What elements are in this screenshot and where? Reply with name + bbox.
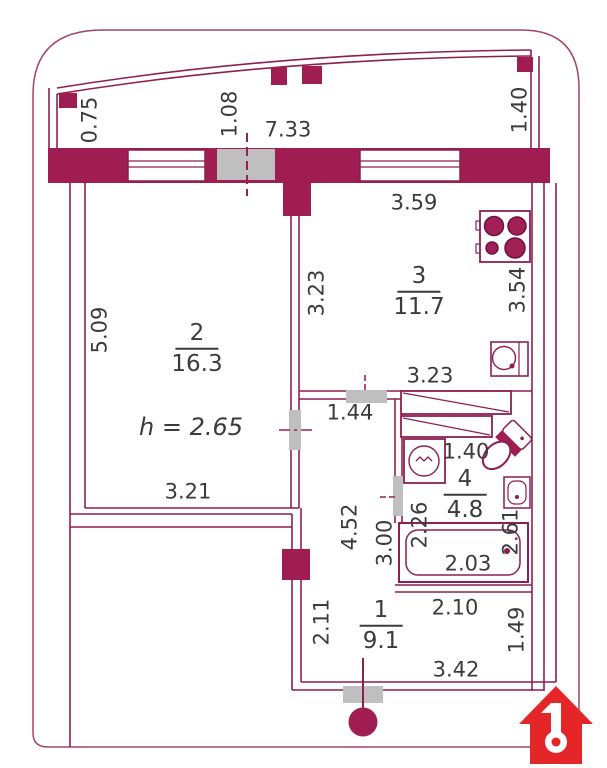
dim-balcony-right: 1.40 [507, 86, 532, 134]
dim-bath-left: 2.26 [407, 501, 432, 549]
dim-kitchen-top: 3.59 [390, 190, 438, 215]
room1-number: 1 [359, 597, 403, 627]
dim-room1-left: 2.11 [309, 598, 334, 646]
exterior-thin-walls [69, 183, 557, 747]
kitchen-number: 3 [397, 263, 441, 293]
dim-balcony-left: 0.75 [77, 96, 102, 144]
dim-balcony-mid: 1.08 [217, 90, 242, 138]
wardrobe-icon [400, 390, 512, 438]
window-room2 [127, 149, 206, 182]
plan-border [32, 29, 580, 748]
kitchen-sink-icon [490, 341, 529, 377]
ceiling-height-note: h = 2.65 [138, 413, 244, 441]
bathtub-icon [398, 522, 529, 583]
dim-balcony-width: 7.33 [264, 117, 312, 142]
house-key-logo [519, 686, 593, 764]
bath-number: 4 [443, 466, 487, 496]
dim-room1-bottom: 3.42 [432, 657, 480, 682]
door-axis-lines [279, 375, 395, 498]
bathroom-sink-icon [503, 476, 531, 509]
toilet-icon [481, 419, 533, 471]
dim-kitchen-left: 3.23 [304, 269, 329, 317]
dim-hall-top: 1.44 [326, 400, 374, 425]
room2-number: 2 [175, 320, 219, 350]
room-label-4: 4 4.8 [443, 466, 487, 524]
dim-hall-v2: 3.00 [372, 519, 397, 567]
dim-room1-right: 1.49 [504, 606, 529, 654]
balcony-pillars [59, 57, 533, 108]
dim-kitchen-right: 3.54 [505, 266, 530, 314]
kitchen-area: 11.7 [393, 293, 445, 320]
bath-area: 4.8 [446, 496, 484, 523]
room1-area: 9.1 [362, 627, 400, 654]
room2-area: 16.3 [171, 350, 223, 377]
dim-washer: 1.40 [442, 439, 490, 464]
entrance-marker-icon [348, 658, 378, 737]
window-kitchen [359, 149, 461, 182]
room-label-1: 1 9.1 [359, 597, 403, 655]
top-exterior-wall [48, 148, 550, 183]
dim-tub-bottom: 2.10 [431, 595, 479, 620]
dim-hall-v1: 4.52 [337, 503, 362, 551]
stove-icon [475, 210, 531, 263]
washing-machine-icon [403, 438, 446, 484]
room-label-2: 2 16.3 [171, 320, 223, 378]
dim-bath-right: 2.61 [498, 508, 523, 556]
dim-room2-bottom: 3.21 [164, 479, 212, 504]
dim-kitchen-bottom: 3.23 [406, 363, 454, 388]
wall-pillars [282, 183, 311, 580]
room-label-3: 3 11.7 [393, 263, 445, 321]
dim-tub: 2.03 [444, 551, 492, 576]
dim-room2-left: 5.09 [87, 306, 112, 354]
